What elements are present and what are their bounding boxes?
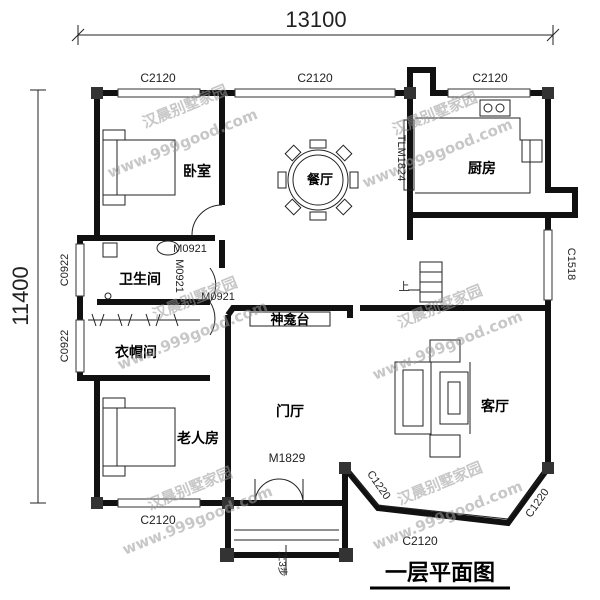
room-label-bathroom: 卫生间 — [119, 271, 161, 288]
bedroom-bed — [102, 129, 176, 206]
overall-width-label: 13100 — [285, 7, 346, 32]
window-label-bottom-right: C2120 — [402, 534, 438, 548]
interior-walls — [80, 93, 548, 503]
doors — [191, 119, 415, 504]
door-label-bedroom: M0921 — [173, 243, 207, 255]
room-label-living: 客厅 — [480, 398, 509, 415]
overall-width-dimension: 13100 — [71, 7, 560, 45]
window-label-top-right: C2120 — [472, 71, 508, 85]
watermark-url-2: www.999good.com — [360, 115, 515, 192]
room-label-bedroom: 卧室 — [183, 163, 211, 180]
window-label-top-middle: C2120 — [297, 71, 333, 85]
door-label-kitchen: TLM1824 — [395, 135, 407, 181]
living-sofa-set — [394, 339, 471, 458]
stairs — [408, 261, 443, 303]
dining-table — [277, 139, 359, 221]
door-label-main-entry: M1829 — [269, 451, 306, 465]
right-side-label: C1518 — [565, 248, 577, 280]
room-label-elder-room: 老人房 — [177, 430, 219, 447]
side-label-1: C0922 — [59, 254, 71, 286]
window-label-top-left: C2120 — [140, 71, 176, 85]
door-label-bathroom-2: M0921 — [201, 291, 235, 303]
entry-steps-label: 上3步 — [276, 551, 288, 577]
side-label-2: C0922 — [59, 330, 71, 362]
room-label-closet: 衣帽间 — [115, 344, 157, 361]
plan-title: 一层平面图 — [385, 561, 495, 586]
room-label-dining: 餐厅 — [306, 172, 333, 188]
bathroom-fixtures — [102, 240, 180, 300]
closet-rail — [88, 313, 200, 327]
entry-steps — [234, 529, 339, 575]
windows — [75, 88, 553, 520]
door-label-bathroom-1: M0921 — [173, 259, 185, 293]
room-label-shrine: 神龛台 — [270, 312, 309, 328]
overall-depth-dimension: 11400 — [8, 89, 46, 504]
pillars — [91, 87, 554, 562]
stair-up-label: 上 — [399, 280, 410, 293]
room-label-kitchen: 厨房 — [468, 160, 496, 177]
elder-room-bed — [102, 397, 176, 477]
overall-depth-label: 11400 — [8, 266, 33, 326]
shrine-table — [249, 311, 331, 327]
window-label-bottom-left: C2120 — [140, 513, 176, 527]
kitchen-counters — [415, 99, 543, 194]
room-label-foyer: 门厅 — [276, 403, 304, 420]
